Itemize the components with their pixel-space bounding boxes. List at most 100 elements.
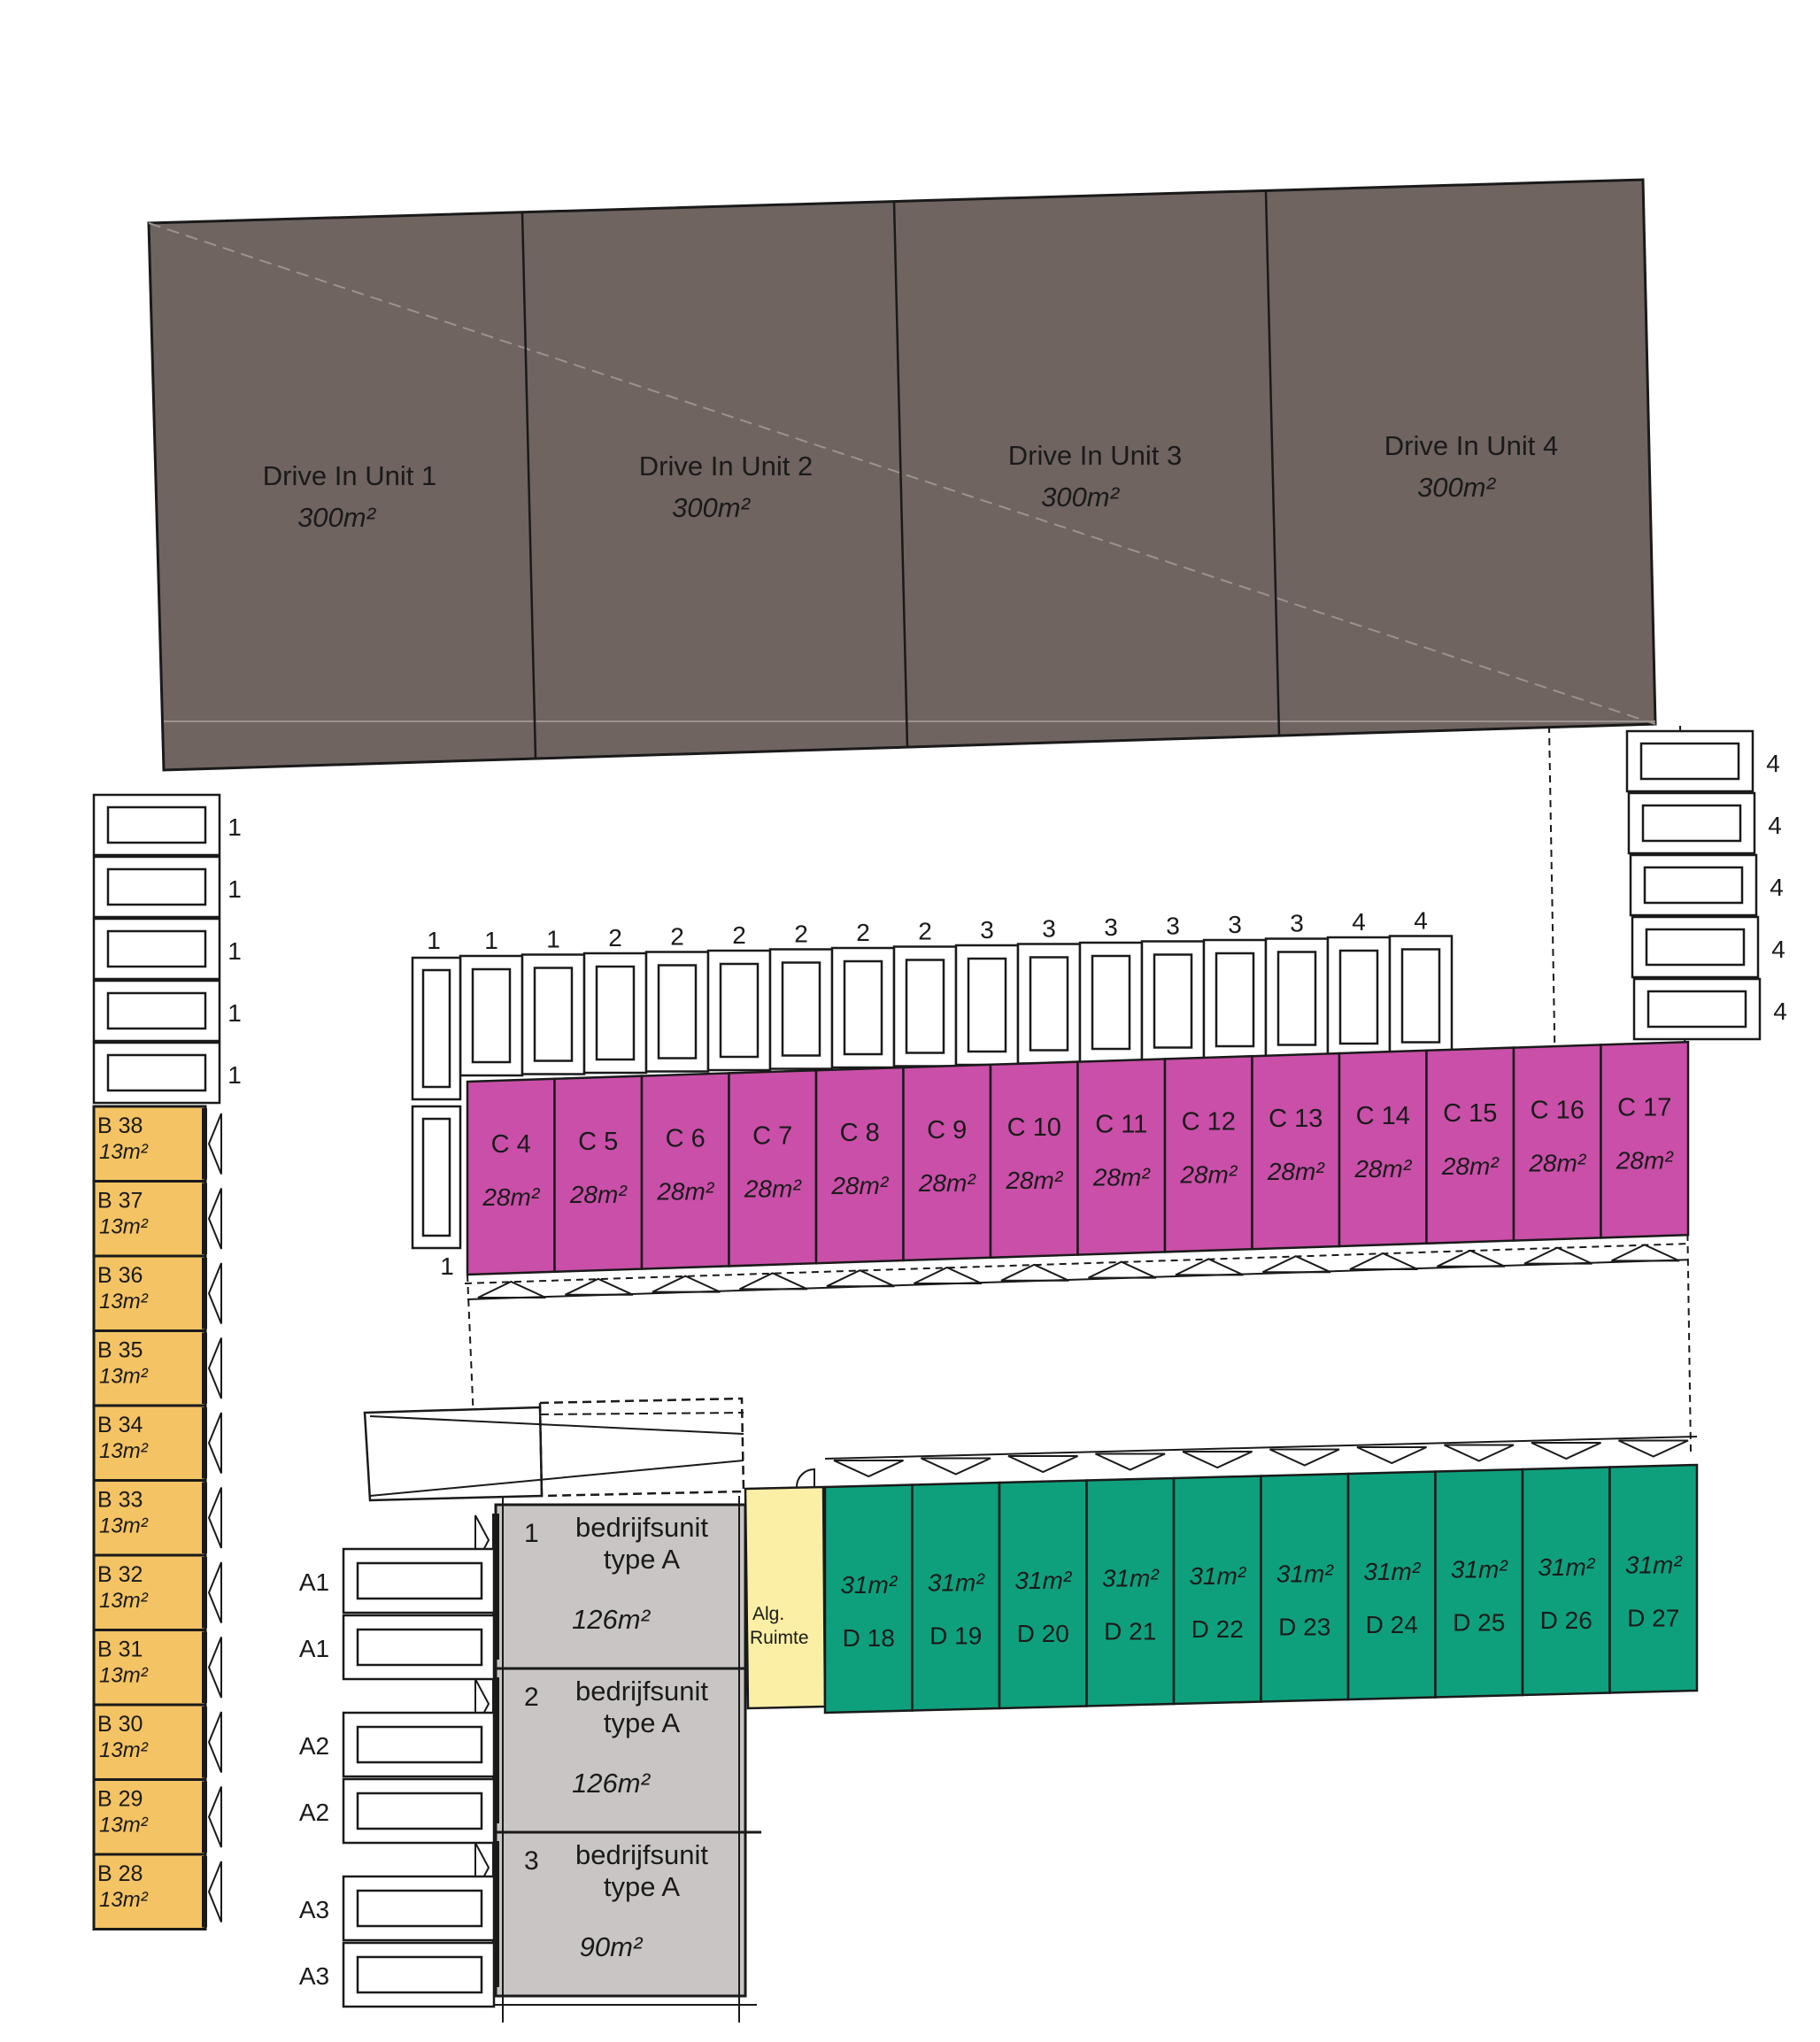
diagonal-guide-line xyxy=(148,222,1656,725)
parking-space xyxy=(706,949,772,1072)
unit-a-number: 1 xyxy=(524,1519,539,1548)
storage-unit-b xyxy=(92,1105,207,1183)
unit-d-area: 31m² xyxy=(1189,1562,1246,1590)
loading-ramp xyxy=(363,1397,745,1502)
door-triangle-icon xyxy=(207,1412,222,1474)
parking-space-inner xyxy=(657,964,698,1060)
parking-space-label: 4 xyxy=(1766,750,1780,777)
storage-unit-d xyxy=(1085,1476,1176,1707)
unit-b-area: 13m² xyxy=(99,1215,149,1239)
parking-space-inner xyxy=(356,1628,483,1667)
unit-d-area: 31m² xyxy=(1102,1565,1160,1592)
door-bar xyxy=(202,1557,207,1629)
unit-b-area: 13m² xyxy=(99,1290,149,1314)
unit-a-title: bedrijfsunit xyxy=(575,1512,708,1543)
parking-space-label: 4 xyxy=(1352,908,1366,936)
parking-space-inner xyxy=(356,1889,483,1928)
storage-unit-d xyxy=(1521,1466,1611,1697)
door-triangle-icon xyxy=(921,1457,991,1476)
door-bar xyxy=(492,1677,499,1823)
storage-unit-c xyxy=(989,1060,1079,1260)
unit-d-name: D 19 xyxy=(929,1622,982,1650)
parking-space-inner xyxy=(595,965,636,1061)
door-triangle-icon xyxy=(914,1266,983,1284)
storage-unit-c xyxy=(1251,1052,1341,1251)
drive-in-unit-2-area: 300m² xyxy=(672,492,752,523)
unit-b-name: B 33 xyxy=(97,1488,143,1513)
door-triangle-icon xyxy=(1618,1439,1689,1458)
door-triangle-icon xyxy=(1088,1260,1157,1279)
parking-space xyxy=(342,1614,496,1681)
door-bar xyxy=(202,1631,207,1703)
parking-space-inner xyxy=(533,967,574,1062)
door-triangle-icon xyxy=(739,1272,808,1291)
parking-space-inner xyxy=(106,867,207,906)
parking-space-label: A3 xyxy=(299,1896,329,1923)
parking-space-label: 2 xyxy=(856,919,870,946)
unit-c-area: 28m² xyxy=(1267,1158,1325,1185)
parking-space xyxy=(1625,729,1754,793)
door-triangle-icon xyxy=(826,1269,895,1288)
parking-space-inner xyxy=(905,959,945,1054)
door-triangle-icon xyxy=(207,1262,222,1324)
door-baseline xyxy=(903,1281,991,1286)
unit-b-name: B 37 xyxy=(97,1189,143,1214)
unit-d-area: 31m² xyxy=(1538,1553,1595,1581)
door-bar xyxy=(202,1407,207,1479)
door-triangle-icon xyxy=(1437,1249,1506,1268)
door-baseline xyxy=(641,1290,729,1295)
parking-space xyxy=(1264,937,1330,1060)
storage-unit-c xyxy=(728,1068,818,1268)
unit-d-area: 31m² xyxy=(1625,1552,1683,1579)
unit-a-type: type A xyxy=(604,1707,680,1738)
unit-c-name: C 7 xyxy=(752,1121,792,1150)
parking-space-label: 1 xyxy=(228,999,242,1027)
unit-c-name: C 14 xyxy=(1356,1102,1410,1130)
parking-space xyxy=(830,946,896,1069)
door-triangle-icon xyxy=(207,1711,222,1773)
d-door-row xyxy=(824,1436,1698,1478)
unit-b-name: B 36 xyxy=(97,1263,143,1288)
unit-d-name: D 18 xyxy=(843,1624,895,1652)
unit-a-title: bedrijfsunit xyxy=(575,1676,708,1707)
parking-space-label: 1 xyxy=(228,813,242,841)
unit-c-name: C 6 xyxy=(666,1125,706,1153)
common-room-line2: Ruimte xyxy=(750,1628,809,1648)
parking-space-label: A3 xyxy=(299,1962,329,1990)
unit-b-name: B 38 xyxy=(97,1113,143,1138)
door-triangle-icon xyxy=(1444,1444,1515,1462)
storage-unit-b xyxy=(92,1254,207,1332)
parking-space-inner xyxy=(106,1053,207,1092)
door-baseline xyxy=(824,1455,913,1460)
parking-space xyxy=(459,954,524,1077)
unit-b-name: B 30 xyxy=(97,1712,143,1737)
door-triangle-icon xyxy=(1182,1451,1253,1469)
unit-c-area: 28m² xyxy=(482,1183,540,1211)
unit-b-name: B 31 xyxy=(97,1637,143,1662)
door-triangle-icon xyxy=(477,1280,546,1298)
door-baseline xyxy=(1261,1445,1349,1449)
unit-c-area: 28m² xyxy=(744,1175,802,1202)
parking-space xyxy=(892,945,958,1067)
storage-unit-c xyxy=(902,1063,992,1262)
parking-space-label: 4 xyxy=(1770,874,1784,901)
unit-d-name: D 23 xyxy=(1278,1614,1330,1641)
drive-in-unit-3-area: 300m² xyxy=(1041,482,1121,512)
parking-space xyxy=(342,1711,496,1778)
unit-c-name: C 13 xyxy=(1269,1105,1323,1133)
parking-space-inner xyxy=(1646,990,1747,1029)
unit-d-area: 31m² xyxy=(1276,1560,1334,1588)
parking-space-inner xyxy=(1643,866,1744,905)
unit-a-area: 126m² xyxy=(572,1768,652,1799)
storage-unit-d xyxy=(1608,1463,1699,1694)
parking-space-inner xyxy=(1639,742,1740,781)
parking-space-label: 3 xyxy=(1104,913,1118,941)
door-baseline xyxy=(1077,1275,1166,1281)
parking-space-inner xyxy=(1029,956,1069,1052)
storage-unit-c xyxy=(1163,1054,1253,1253)
door-bar xyxy=(202,1482,207,1553)
